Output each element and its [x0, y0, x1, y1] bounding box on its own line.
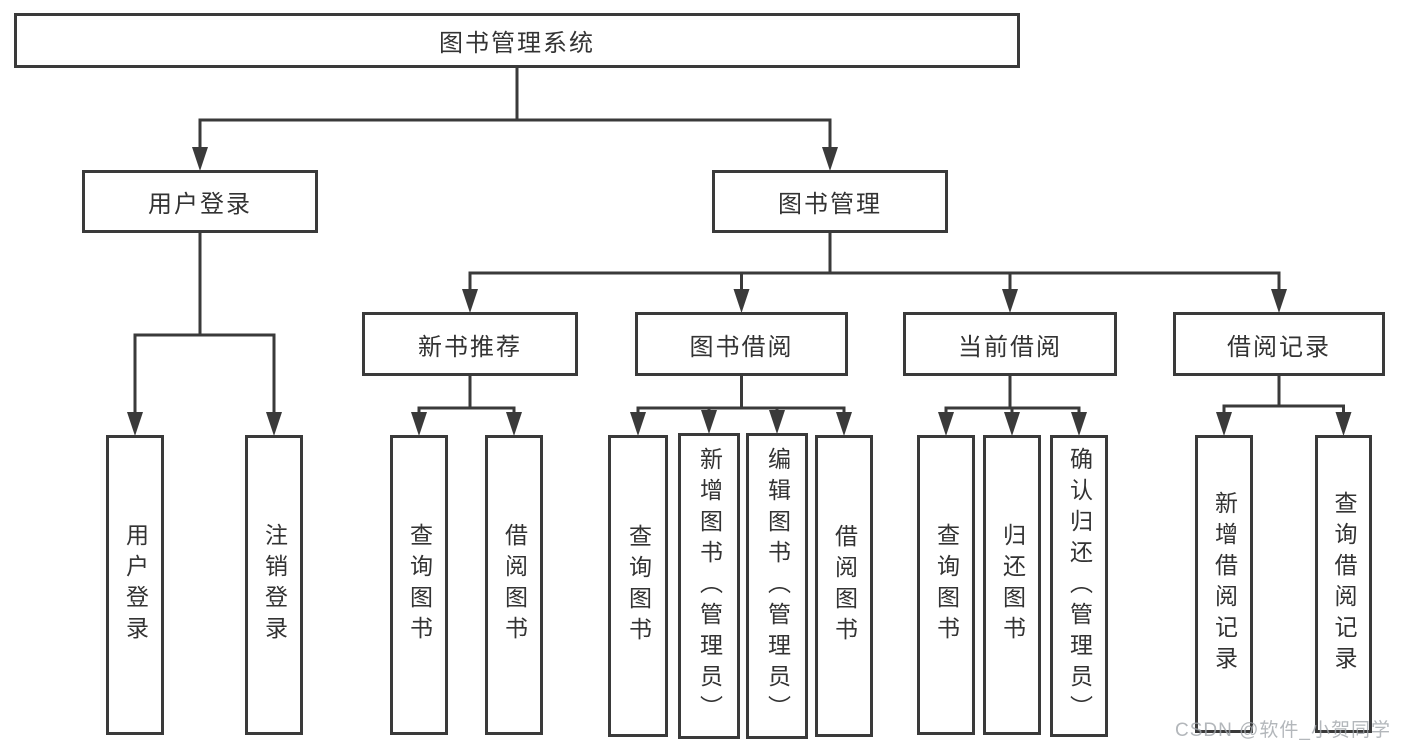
node-new-book-recommend: 新书推荐 — [362, 312, 578, 376]
node-leaf-add-books-admin: 新增图书（管理员） — [678, 433, 740, 739]
node-leaf-confirm-return: 确认归还（管理员） — [1050, 435, 1108, 737]
node-book-borrowing: 图书借阅 — [635, 312, 848, 376]
node-leaf-query-books-3: 查询图书 — [917, 435, 975, 735]
node-leaf-query-books-1: 查询图书 — [390, 435, 448, 735]
node-leaf-add-borrow-rec: 新增借阅记录 — [1195, 435, 1253, 733]
node-leaf-query-books-2: 查询图书 — [608, 435, 668, 737]
node-user-login: 用户登录 — [82, 170, 318, 233]
node-root: 图书管理系统 — [14, 13, 1020, 68]
watermark: CSDN @软件_小贺同学 — [1175, 720, 1391, 741]
node-borrowing-records: 借阅记录 — [1173, 312, 1385, 376]
node-leaf-user-login: 用户登录 — [106, 435, 164, 735]
node-current-borrowing: 当前借阅 — [903, 312, 1117, 376]
node-leaf-borrow-books-2: 借阅图书 — [815, 435, 873, 737]
node-leaf-logout: 注销登录 — [245, 435, 303, 735]
node-leaf-query-borrow-rec: 查询借阅记录 — [1315, 435, 1372, 733]
node-leaf-edit-books-admin: 编辑图书（管理员） — [746, 433, 808, 739]
node-book-management: 图书管理 — [712, 170, 948, 233]
node-leaf-borrow-books-1: 借阅图书 — [485, 435, 543, 735]
node-leaf-return-books: 归还图书 — [983, 435, 1041, 735]
